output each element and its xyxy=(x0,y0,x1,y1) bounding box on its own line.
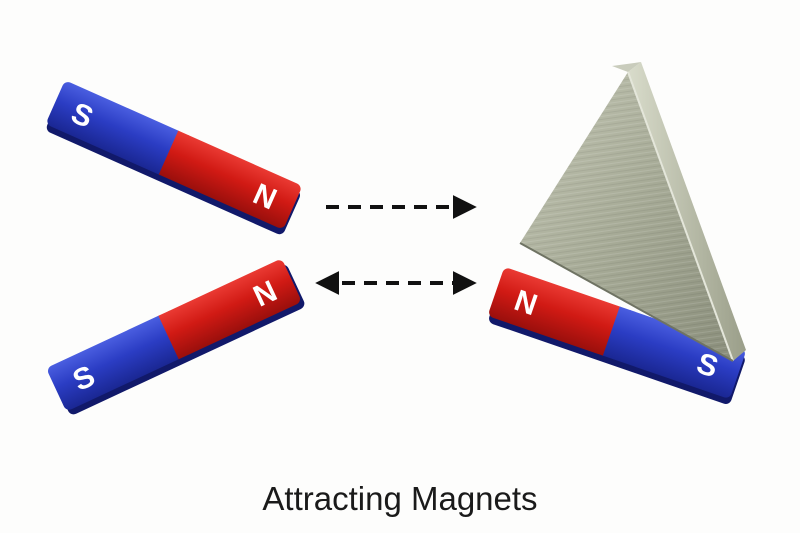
north-pole-segment xyxy=(165,260,300,355)
north-pole-segment xyxy=(489,268,624,356)
steel-triangle xyxy=(519,62,746,362)
magnet-top-left: S N xyxy=(46,82,301,235)
magnet-right-base: N S xyxy=(489,268,745,404)
south-pole-segment xyxy=(47,82,182,176)
diagram-caption: Attracting Magnets xyxy=(262,480,537,517)
south-pole-segment xyxy=(48,315,183,410)
south-pole-segment xyxy=(610,310,745,398)
magnet-bottom-left: S N xyxy=(48,260,305,415)
north-pole-segment xyxy=(166,134,301,228)
